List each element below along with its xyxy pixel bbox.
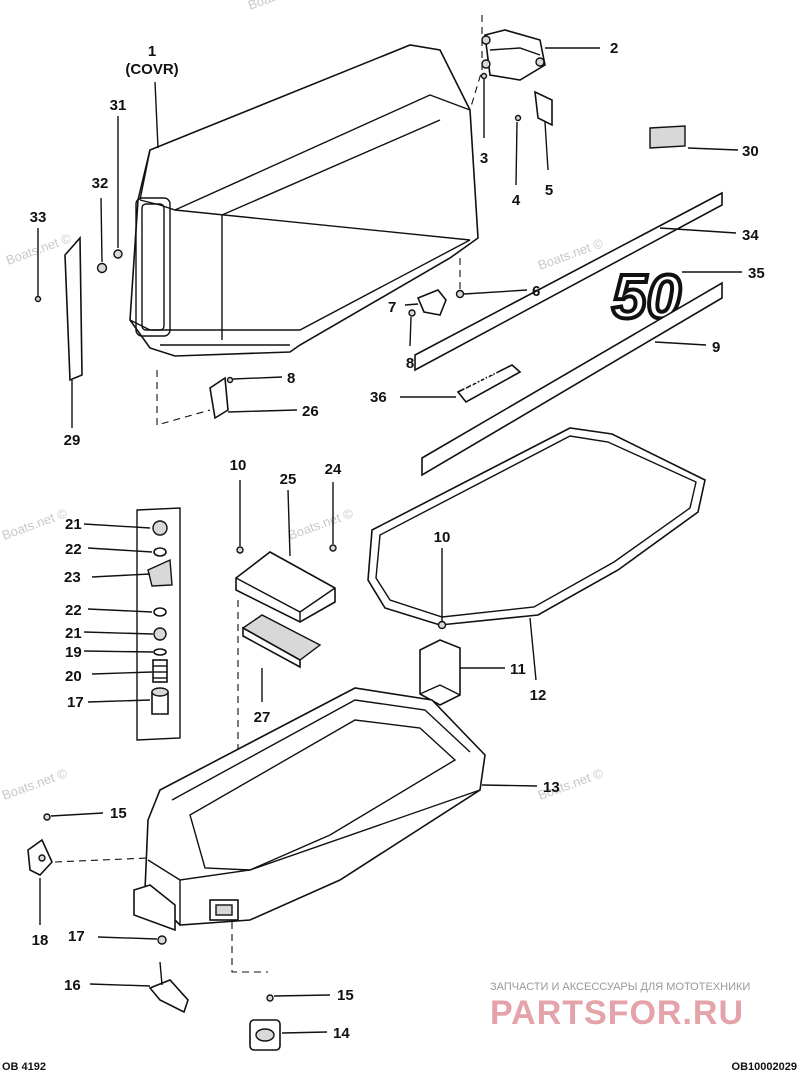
- latch-part-26: [209, 376, 298, 420]
- bushing-part-17-lower: [97, 935, 167, 945]
- decal-part-30: [649, 125, 739, 151]
- callout-1: 1: [148, 43, 156, 60]
- callout-32: 32: [92, 175, 109, 192]
- latch-part-18: [27, 838, 53, 925]
- callout-26: 26: [302, 403, 319, 420]
- callout-19: 19: [65, 644, 82, 661]
- callout-22-lower: 22: [65, 602, 82, 619]
- grommet-part-6: [455, 289, 528, 299]
- bracket-part-11: [419, 548, 505, 706]
- callout-18: 18: [32, 932, 49, 949]
- clip-part-5: [514, 90, 553, 186]
- screw-part-15-lower: [266, 994, 331, 1002]
- callout-21-lower: 21: [65, 625, 82, 642]
- force-logo-part-36: FORCE: [400, 364, 522, 404]
- callout-20: 20: [65, 668, 82, 685]
- nut-part-31-32: [96, 116, 123, 274]
- callout-15-left: 15: [110, 805, 127, 822]
- callout-10-right: 10: [434, 529, 451, 546]
- hardware-stack-panel: [83, 507, 181, 741]
- callout-24: 24: [325, 461, 342, 478]
- seal-part-12: [367, 427, 706, 681]
- bracket-part-2: [481, 29, 600, 81]
- bottom-cowl-part-13: [133, 687, 538, 932]
- watermark: Boats.net ©: [286, 505, 356, 543]
- top-cowl-part: [129, 44, 479, 357]
- dashed-guide: [54, 857, 149, 863]
- watermark: Boats.net ©: [246, 0, 316, 13]
- screw-part-3: [480, 72, 488, 138]
- callout-16: 16: [64, 977, 81, 994]
- callout-6: 6: [532, 283, 540, 300]
- callout-36: 36: [370, 389, 387, 406]
- callout-30: 30: [742, 143, 759, 160]
- brand-name: PARTSFOR.RU: [490, 994, 744, 1032]
- callout-33: 33: [30, 209, 47, 226]
- footer-left-code: OB 4192: [2, 1061, 46, 1073]
- brand-tagline: ЗАПЧАСТИ И АКСЕССУАРЫ ДЛЯ МОТОТЕХНИКИ: [490, 981, 750, 993]
- callout-12: 12: [530, 687, 547, 704]
- screw-part-8-upper: [408, 309, 416, 347]
- callout-11: 11: [510, 661, 526, 678]
- callout-15-lower: 15: [337, 987, 354, 1004]
- callout-31: 31: [110, 97, 127, 114]
- callout-35: 35: [748, 265, 765, 282]
- callout-3: 3: [480, 150, 488, 167]
- stripe-decal-part-34: [414, 191, 737, 372]
- callout-1-cover-label: (COVR): [125, 61, 178, 78]
- watermark: Boats.net ©: [0, 505, 69, 543]
- callout-4: 4: [512, 192, 521, 209]
- callout-34: 34: [742, 227, 759, 244]
- callout-25: 25: [280, 471, 297, 488]
- latch-part-7: [404, 289, 447, 316]
- callout-29: 29: [64, 432, 81, 449]
- bracket-part-16: [89, 961, 189, 1014]
- callout-8-lower: 8: [287, 370, 295, 387]
- callout-13: 13: [543, 779, 560, 796]
- callout-8-upper: 8: [406, 355, 414, 372]
- pad-part-27: [241, 614, 322, 702]
- callout-10-left: 10: [230, 457, 247, 474]
- dashed-guide: [469, 15, 483, 111]
- watermark: Boats.net ©: [0, 765, 69, 803]
- callout-17-upper: 17: [67, 694, 84, 711]
- callout-23: 23: [64, 569, 81, 586]
- callout-14: 14: [333, 1025, 350, 1042]
- dashed-guide: [231, 922, 268, 973]
- brand-watermark: ЗАПЧАСТИ И АКСЕССУАРЫ ДЛЯ МОТОТЕХНИКИ PA…: [490, 981, 750, 1032]
- seal-strip-part-29: [34, 228, 83, 428]
- callout-5: 5: [545, 182, 553, 199]
- callout-27: 27: [254, 709, 271, 726]
- callout-21-upper: 21: [65, 516, 82, 533]
- screw-part-15-left: [43, 812, 104, 821]
- callout-17-lower: 17: [68, 928, 85, 945]
- footer-right-code: OB10002029: [732, 1061, 797, 1073]
- stripe-decal-part-9: [421, 281, 723, 477]
- dashed-guide: [156, 370, 211, 426]
- module-part-25: [235, 480, 337, 623]
- callout-2: 2: [610, 40, 618, 57]
- callout-9: 9: [712, 339, 720, 356]
- handle-part-14: [249, 1019, 328, 1051]
- callout-22-upper: 22: [65, 541, 82, 558]
- callout-7: 7: [388, 299, 396, 316]
